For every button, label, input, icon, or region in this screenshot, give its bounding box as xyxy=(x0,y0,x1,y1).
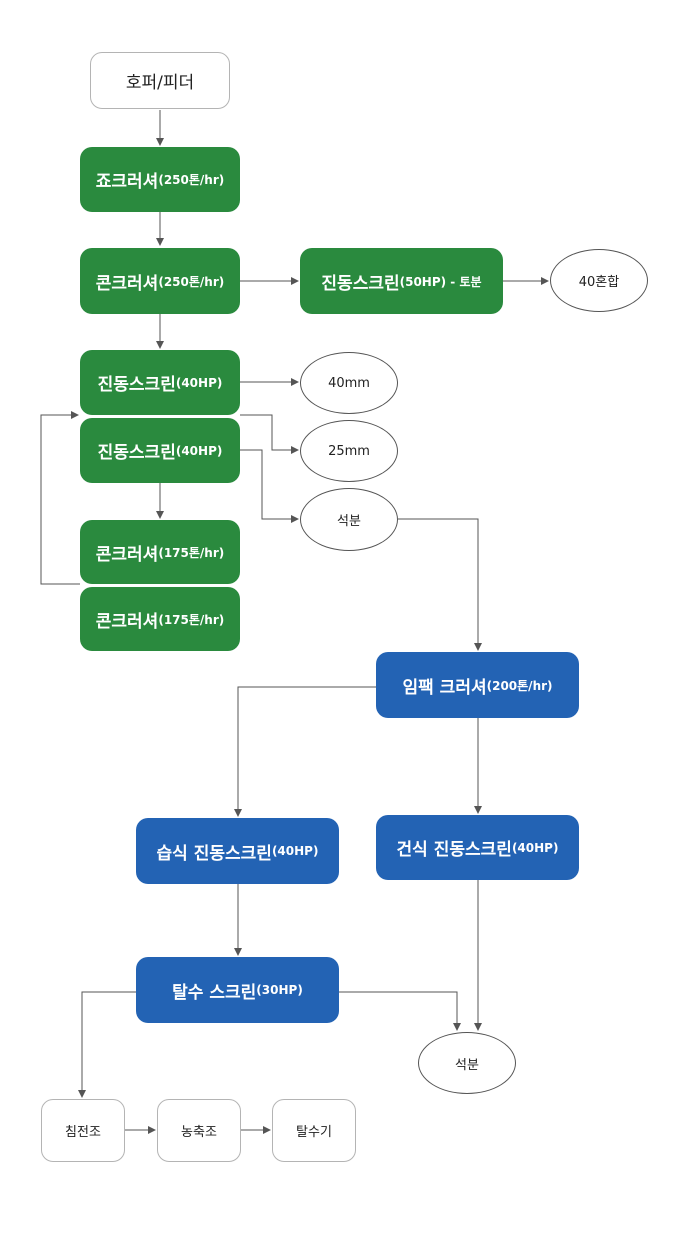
vibrating-screen-50hp-node: 진동스크린(50HP) - 토분 xyxy=(300,248,503,314)
dewatering-screen-node: 탈수 스크린(30HP) xyxy=(136,957,339,1023)
dehydrator-node: 탈수기 xyxy=(272,1099,356,1162)
cone-crusher-250-node: 콘크러셔(250톤/hr) xyxy=(80,248,240,314)
jaw-crusher-label: 죠크러셔 xyxy=(95,172,159,192)
impact-crusher-capacity: (200톤/hr) xyxy=(486,678,553,693)
output-40mm-label: 40mm xyxy=(328,375,370,391)
cone-crusher-175-b-capacity: (175톤/hr) xyxy=(158,612,225,627)
wet-vibrating-screen-node: 습식 진동스크린(40HP) xyxy=(136,818,339,884)
output-40mm: 40mm xyxy=(300,352,398,414)
wet-vibrating-screen-label: 습식 진동스크린 xyxy=(156,843,272,864)
output-stone-powder-2: 석분 xyxy=(418,1032,516,1094)
output-25mm: 25mm xyxy=(300,420,398,482)
cone-crusher-175-b-node: 콘크러셔(175톤/hr) xyxy=(80,587,240,651)
vibrating-screen-40hp-b-node: 진동스크린(40HP) xyxy=(80,418,240,483)
wet-vibrating-screen-spec: (40HP) xyxy=(271,844,319,858)
arrow-stone1-to-impact xyxy=(398,518,482,651)
vibrating-screen-50hp-spec: (50HP) - 토분 xyxy=(399,274,482,289)
hopper-feeder-node: 호퍼/피더 xyxy=(90,52,230,109)
hopper-feeder-label: 호퍼/피더 xyxy=(125,73,195,93)
cone-crusher-175-a-capacity: (175톤/hr) xyxy=(158,545,225,560)
jaw-crusher-node: 죠크러셔(250톤/hr) xyxy=(80,147,240,212)
cone-crusher-175-a-node: 콘크러셔(175톤/hr) xyxy=(80,520,240,584)
vibrating-screen-40hp-a-label: 진동스크린 xyxy=(97,375,176,395)
jaw-crusher-capacity: (250톤/hr) xyxy=(158,173,225,187)
arrow-dewater-to-stone2 xyxy=(338,991,461,1031)
dry-vibrating-screen-node: 건식 진동스크린(40HP) xyxy=(376,815,579,880)
vibrating-screen-40hp-a-node: 진동스크린(40HP) xyxy=(80,350,240,415)
output-stone-powder-1-label: 석분 xyxy=(337,514,361,529)
dry-vibrating-screen-spec: (40HP) xyxy=(511,840,559,855)
vibrating-screen-40hp-b-label: 진동스크린 xyxy=(97,443,176,463)
thickener-node: 농축조 xyxy=(157,1099,241,1162)
arrow-feedback-loop xyxy=(40,411,80,585)
impact-crusher-label: 임팩 크러셔 xyxy=(402,677,487,698)
output-40-mix-label: 40혼합 xyxy=(578,275,620,290)
arrow-impact-to-wetvib xyxy=(234,686,376,817)
output-25mm-label: 25mm xyxy=(328,443,370,459)
cone-crusher-250-capacity: (250톤/hr) xyxy=(158,274,225,289)
output-stone-powder-2-label: 석분 xyxy=(455,1057,479,1073)
output-40-mix: 40혼합 xyxy=(550,249,648,312)
dewatering-screen-label: 탈수 스크린 xyxy=(172,982,257,1003)
cone-crusher-250-label: 콘크러셔 xyxy=(95,273,159,294)
vibrating-screen-50hp-label: 진동스크린 xyxy=(321,273,400,294)
arrow-vib40a-to-25mm xyxy=(240,414,299,454)
cone-crusher-175-a-label: 콘크러셔 xyxy=(95,544,159,565)
impact-crusher-node: 임팩 크러셔(200톤/hr) xyxy=(376,652,579,718)
dewatering-screen-spec: (30HP) xyxy=(256,983,303,997)
vibrating-screen-40hp-b-spec: (40HP) xyxy=(175,443,223,458)
cone-crusher-175-b-label: 콘크러셔 xyxy=(95,611,159,632)
settling-tank-label: 침전조 xyxy=(65,1125,101,1140)
output-stone-powder-1: 석분 xyxy=(300,488,398,551)
dehydrator-label: 탈수기 xyxy=(296,1125,332,1140)
thickener-label: 농축조 xyxy=(181,1125,217,1140)
arrow-vib40b-to-stone1 xyxy=(240,449,299,523)
settling-tank-node: 침전조 xyxy=(41,1099,125,1162)
vibrating-screen-40hp-a-spec: (40HP) xyxy=(175,375,223,390)
arrow-dewater-to-settle xyxy=(78,991,136,1098)
dry-vibrating-screen-label: 건식 진동스크린 xyxy=(396,840,512,860)
